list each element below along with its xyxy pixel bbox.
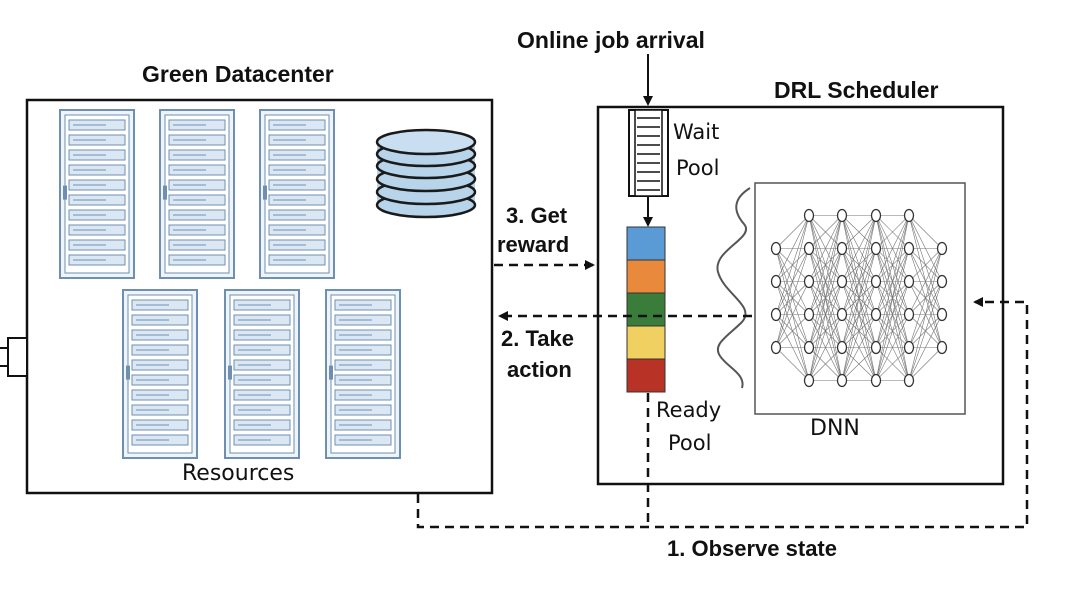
dnn-neuron <box>836 373 848 388</box>
step-action-line2: action <box>507 357 572 382</box>
step-reward-line1: 3. Get <box>506 203 568 228</box>
ready-job-block <box>626 259 666 294</box>
ready-job-block <box>626 325 666 360</box>
dnn-neuron <box>836 340 848 355</box>
dnn-neuron <box>803 340 815 355</box>
scheduler-title: DRL Scheduler <box>774 77 939 103</box>
step-reward-line2: reward <box>497 232 570 257</box>
observe-state-loop <box>416 297 1029 529</box>
dnn-network <box>770 208 948 388</box>
resources-label: Resources <box>182 461 295 486</box>
ready-pool-label-line2: Pool <box>668 431 712 455</box>
dnn-neuron <box>903 208 915 223</box>
wait-pool-label-line2: Pool <box>676 156 720 180</box>
dnn-neuron <box>836 208 848 223</box>
dnn-neuron <box>803 241 815 256</box>
datacenter-box <box>25 98 494 495</box>
server-rack-icon <box>325 289 401 459</box>
ready-job-block <box>626 226 666 261</box>
server-rack-icon <box>122 289 198 459</box>
dnn-neuron <box>803 208 815 223</box>
dnn-neuron <box>836 307 848 322</box>
dnn-neuron <box>870 208 882 223</box>
storage-cylinder-icon <box>375 128 477 219</box>
dnn-neuron <box>870 373 882 388</box>
online-job-arrival-label: Online job arrival <box>517 27 705 53</box>
dnn-neuron <box>936 241 948 256</box>
server-rack-icon <box>59 109 135 279</box>
wait-pool-queue <box>628 109 669 197</box>
dnn-neuron <box>770 274 782 289</box>
dnn-neuron <box>803 307 815 322</box>
wait-pool-label-line1: Wait <box>673 120 720 144</box>
dnn-neuron <box>870 340 882 355</box>
ready-pool-stack <box>626 226 666 393</box>
dnn-neuron <box>803 373 815 388</box>
dnn-neuron <box>903 241 915 256</box>
server-rack-icon <box>259 109 335 279</box>
policy-distribution-curve <box>716 187 751 389</box>
dnn-neuron <box>836 274 848 289</box>
server-rack-icon <box>224 289 300 459</box>
dnn-neuron <box>903 307 915 322</box>
ready-pool-label-line1: Ready <box>656 398 722 422</box>
dnn-neuron <box>770 307 782 322</box>
datacenter-title: Green Datacenter <box>142 61 334 87</box>
step-action-line1: 2. Take <box>501 326 574 351</box>
dnn-neuron <box>870 274 882 289</box>
dnn-neuron <box>836 241 848 256</box>
dnn-neuron <box>903 373 915 388</box>
scheduler-box <box>596 105 1005 486</box>
dnn-label: DNN <box>810 416 860 441</box>
ready-job-block <box>626 358 666 393</box>
ready-job-block <box>626 292 666 327</box>
dnn-neuron <box>870 307 882 322</box>
dnn-neuron <box>903 340 915 355</box>
dnn-neuron <box>903 274 915 289</box>
dnn-neuron <box>770 241 782 256</box>
server-racks <box>59 109 401 459</box>
power-plug-icon <box>0 337 28 377</box>
dnn-neuron <box>936 307 948 322</box>
step-observe-label: 1. Observe state <box>667 536 837 561</box>
dnn-neuron <box>770 340 782 355</box>
dnn-neuron <box>870 241 882 256</box>
dnn-neuron <box>936 274 948 289</box>
dnn-neuron <box>936 340 948 355</box>
server-rack-icon <box>159 109 235 279</box>
dnn-neuron <box>803 274 815 289</box>
